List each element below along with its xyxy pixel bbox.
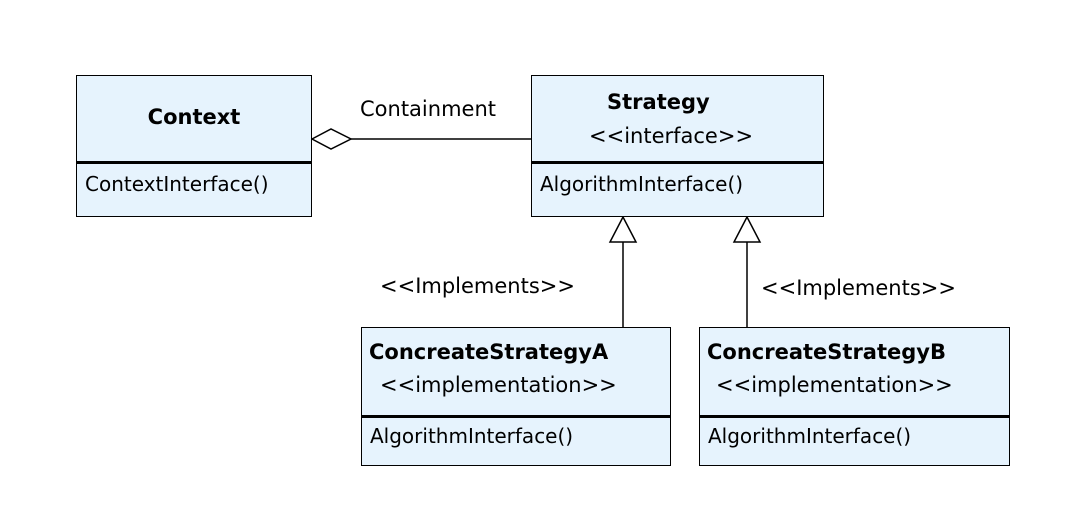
implements-b-label: <<Implements>> [761,276,956,300]
implements-a-arrowhead-icon [608,215,638,243]
concrete-strategy-a-class-stereotype: <<implementation>> [380,373,617,397]
containment-label: Containment [360,97,496,121]
strategy-class-box: Strategy <<interface>> AlgorithmInterfac… [531,75,824,217]
implements-b-arrowhead-icon [732,215,762,243]
concrete-strategy-a-class-header: ConcreateStrategyA <<implementation>> [362,328,670,418]
concrete-strategy-b-class-box: ConcreateStrategyB <<implementation>> Al… [699,327,1010,466]
concrete-strategy-a-class-box: ConcreateStrategyA <<implementation>> Al… [361,327,671,466]
strategy-class-header: Strategy <<interface>> [532,76,823,164]
concrete-strategy-b-class-header: ConcreateStrategyB <<implementation>> [700,328,1009,418]
strategy-class-stereotype: <<interface>> [589,124,754,148]
strategy-class-name: Strategy [607,90,710,114]
concrete-strategy-b-class-stereotype: <<implementation>> [716,373,953,397]
context-class-operation: ContextInterface() [85,172,269,196]
concrete-strategy-b-class-name: ConcreateStrategyB [707,340,946,364]
concrete-strategy-b-class-operation: AlgorithmInterface() [708,424,912,448]
concrete-strategy-a-class-operation: AlgorithmInterface() [370,424,574,448]
strategy-class-operation: AlgorithmInterface() [540,172,744,196]
context-class-box: Context ContextInterface() [76,75,312,217]
implements-a-label: <<Implements>> [380,274,575,298]
context-class-header: Context [77,76,311,164]
context-class-name: Context [147,105,241,129]
aggregation-diamond-icon [310,128,353,150]
concrete-strategy-a-class-name: ConcreateStrategyA [369,340,609,364]
